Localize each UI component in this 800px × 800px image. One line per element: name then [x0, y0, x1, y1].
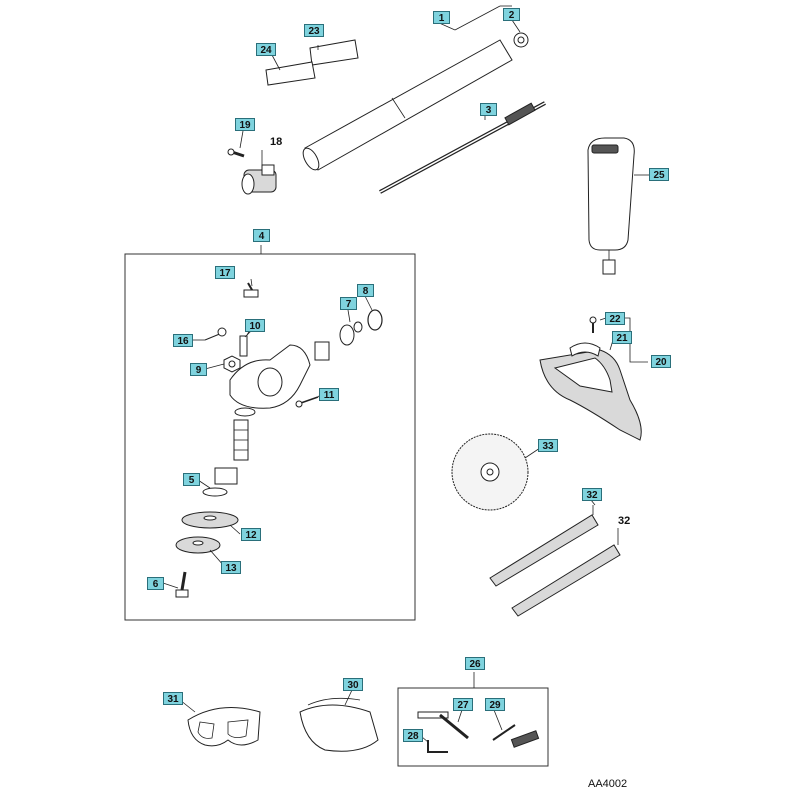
blade-32-upper — [489, 505, 599, 587]
decal-23 — [309, 39, 359, 66]
guard-20 — [539, 349, 642, 441]
callout-17: 17 — [215, 266, 235, 279]
callout-1: 1 — [433, 11, 450, 24]
blade-holder-12 — [181, 511, 239, 529]
decal-24 — [265, 61, 316, 86]
screw-22 — [589, 316, 597, 333]
bracket-21 — [569, 342, 601, 357]
saw-blade-33 — [451, 433, 529, 511]
callout-4: 4 — [253, 229, 270, 242]
box-wrench-27 — [417, 711, 469, 740]
callout-21: 21 — [612, 331, 632, 344]
callout-33: 33 — [538, 439, 558, 452]
callout-20: 20 — [651, 355, 671, 368]
bolt-11 — [295, 396, 319, 408]
bearing-7 — [339, 321, 363, 346]
callout-5: 5 — [183, 473, 200, 486]
clamp-18 — [241, 150, 277, 195]
callout-29: 29 — [485, 698, 505, 711]
screwdriver-29 — [492, 724, 540, 748]
gear-case-assembly-box — [124, 253, 416, 621]
spindle — [233, 407, 256, 461]
snap-ring-8 — [367, 309, 383, 331]
callout-32: 32 — [582, 488, 602, 501]
tool-bag-30 — [299, 697, 379, 752]
holder-5 — [202, 467, 238, 497]
tool-kit-box — [397, 687, 549, 767]
callout-11: 11 — [319, 388, 339, 401]
callout-27: 27 — [453, 698, 473, 711]
callout-16: 16 — [173, 334, 193, 347]
callout-23: 23 — [304, 24, 324, 37]
callout-25: 25 — [649, 168, 669, 181]
goggles-31 — [187, 707, 261, 747]
callout-30: 30 — [343, 678, 363, 691]
hex-key-28 — [427, 740, 448, 753]
blade-holder-13 — [175, 536, 221, 554]
drive-shaft-3 — [379, 101, 546, 194]
callout-7: 7 — [340, 297, 357, 310]
nut-9 — [223, 355, 241, 373]
shaft-tube-1 — [302, 5, 513, 171]
callout-2: 2 — [503, 8, 520, 21]
callout-24: 24 — [256, 43, 276, 56]
bolt-19 — [227, 148, 245, 158]
gear-case — [229, 341, 330, 409]
diagram-code: AA4002 — [588, 778, 628, 790]
bolt-16 — [204, 327, 227, 341]
callout-10: 10 — [245, 319, 265, 332]
harness-25 — [587, 137, 650, 275]
callout-3: 3 — [480, 103, 497, 116]
callout-12: 12 — [241, 528, 261, 541]
bolt-6 — [175, 571, 189, 598]
label-18: 18 — [270, 136, 283, 148]
callout-8: 8 — [357, 284, 374, 297]
callout-13: 13 — [221, 561, 241, 574]
blade-32-lower — [511, 528, 621, 617]
callout-26: 26 — [465, 657, 485, 670]
callout-28: 28 — [403, 729, 423, 742]
bolt-17 — [243, 282, 259, 298]
callout-22: 22 — [605, 312, 625, 325]
washer-2 — [513, 32, 529, 48]
callout-6: 6 — [147, 577, 164, 590]
callout-31: 31 — [163, 692, 183, 705]
callout-19: 19 — [235, 118, 255, 131]
label-32: 32 — [618, 515, 631, 527]
callout-9: 9 — [190, 363, 207, 376]
